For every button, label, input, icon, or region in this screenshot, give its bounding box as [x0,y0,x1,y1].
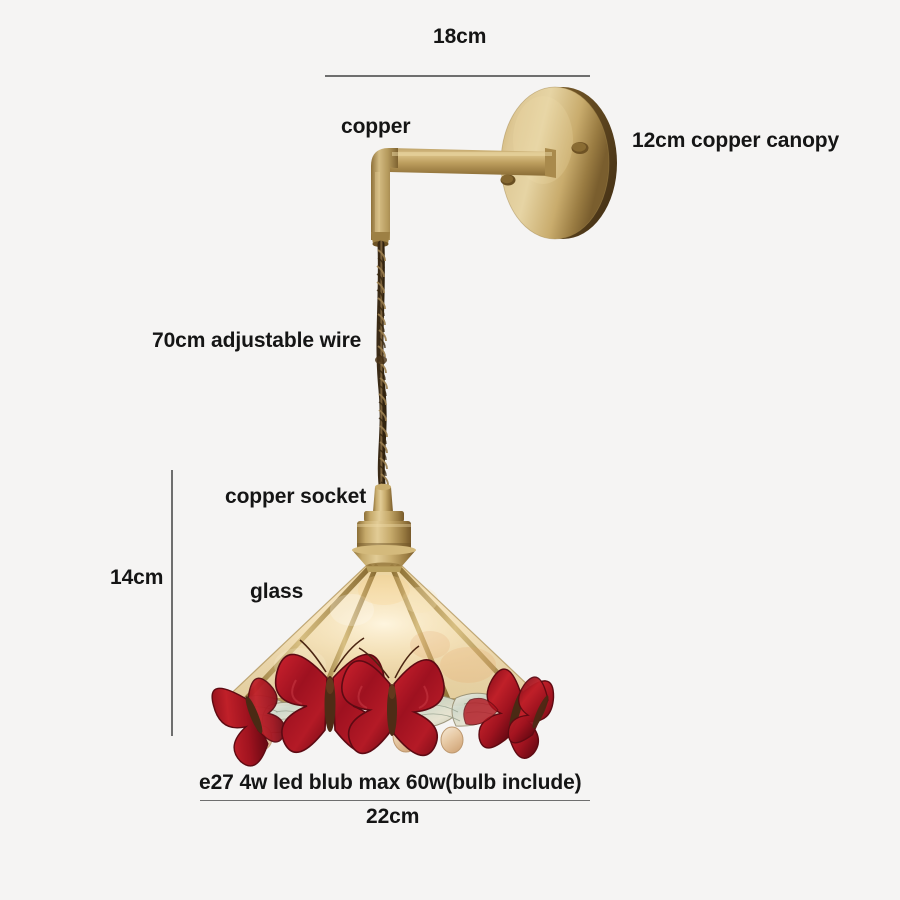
butterfly-main-center [341,645,445,757]
copper-arm-graphic [371,148,556,247]
label-shade-material: glass [250,580,304,603]
butterfly-far-right [507,676,549,744]
label-socket: copper socket [225,485,367,508]
dimension-line-top-width [325,75,590,77]
dimension-line-shade-width [200,800,590,801]
label-wire: 70cm adjustable wire [152,329,362,352]
label-arm-material: copper [341,115,411,138]
label-top-width: 18cm [433,25,487,48]
dimension-line-shade-height [171,470,173,736]
butterfly-left [211,677,286,767]
label-canopy: 12cm copper canopy [632,129,840,152]
label-shade-width: 22cm [366,805,420,828]
red-glass-fragment [463,697,499,726]
copper-socket-graphic [352,483,416,570]
label-bulb: e27 4w led blub max 60w(bulb include) [199,771,582,794]
label-shade-height: 14cm [110,566,164,589]
adjustable-wire-graphic [375,240,389,496]
